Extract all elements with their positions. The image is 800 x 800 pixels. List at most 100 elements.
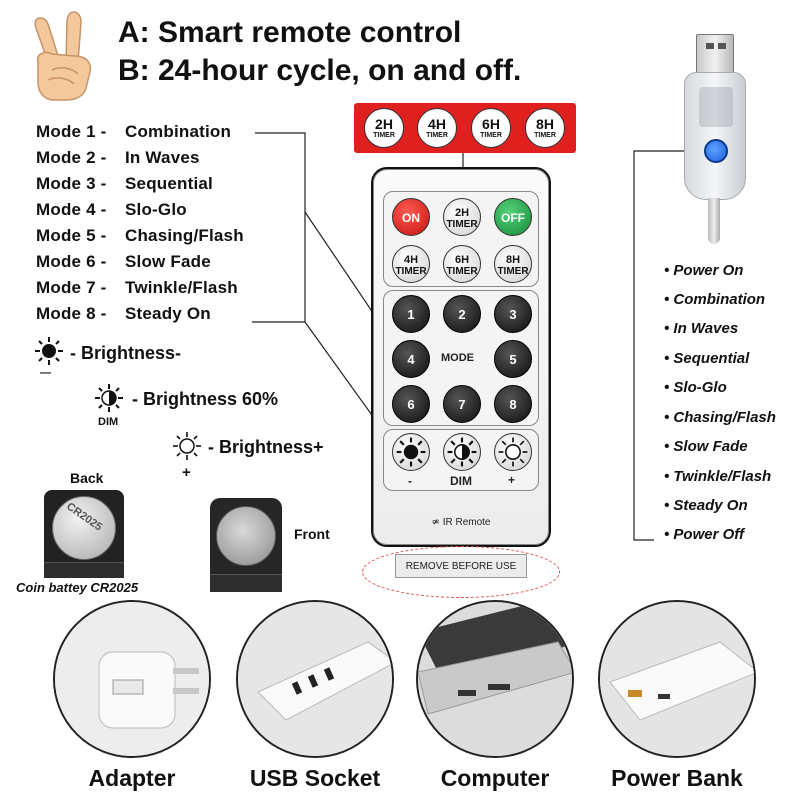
remote-plus-label: + <box>508 473 516 487</box>
ir-remote-text: IR Remote <box>442 517 491 528</box>
brightness-up-button[interactable] <box>494 433 532 471</box>
mode-name: Twinkle/Flash <box>125 278 238 297</box>
dim-button[interactable] <box>443 433 481 471</box>
coin-battery-front <box>216 506 276 566</box>
mode-list-item: Mode 4 - Slo-Glo <box>36 199 187 221</box>
usb-function-button[interactable] <box>704 139 728 163</box>
mode-5-button[interactable]: 5 <box>494 340 532 378</box>
battery-front-label: Front <box>294 526 330 542</box>
remote-minus-label: - <box>408 474 412 488</box>
usb-controller <box>684 72 746 200</box>
brightness-plus-sign: + <box>182 464 191 481</box>
usb-function-item: • Sequential <box>664 350 750 367</box>
mode-number: Mode 4 - <box>36 200 107 219</box>
usb-function-item: • Power On <box>664 262 744 279</box>
usb-function-item: • Slo-Glo <box>664 379 727 396</box>
sun-filled-icon <box>396 437 426 467</box>
mode-number: Mode 5 - <box>36 226 107 245</box>
mode-3-button[interactable]: 3 <box>494 295 532 333</box>
on-button[interactable]: ON <box>392 198 430 236</box>
sun-half-icon <box>447 437 477 467</box>
off-button[interactable]: OFF <box>494 198 532 236</box>
usb-function-item: • In Waves <box>664 320 739 337</box>
mode-list-item: Mode 2 - In Waves <box>36 147 200 169</box>
remote-dim-label: DIM <box>450 474 472 488</box>
mode-name: In Waves <box>125 148 200 167</box>
adapter-image <box>53 600 211 758</box>
coin-battery-caption: Coin battey CR2025 <box>16 580 139 595</box>
power-bank-image <box>598 600 756 758</box>
mode-number: Mode 8 - <box>36 304 107 323</box>
mode-list-item: Mode 6 - Slow Fade <box>36 251 211 273</box>
mode-8-button[interactable]: 8 <box>494 385 532 423</box>
mode-list-item: Mode 1 - Combination <box>36 121 231 143</box>
usb-function-item: • Twinkle/Flash <box>664 468 772 485</box>
sun-outline-icon <box>498 437 528 467</box>
ir-signal-icon: ≄ <box>431 517 440 528</box>
brightness-minus-label: - Brightness- <box>70 343 182 363</box>
mode-number: Mode 6 - <box>36 252 107 271</box>
remote-panel-modes: 1 2 3 4 MODE 5 6 7 8 <box>383 290 539 426</box>
mode-1-button[interactable]: 1 <box>392 295 430 333</box>
mode-4-button[interactable]: 4 <box>392 340 430 378</box>
usb-function-item: • Combination <box>664 291 766 308</box>
power-bank-label: Power Bank <box>611 765 743 791</box>
usb-function-item: • Slow Fade <box>664 438 748 455</box>
ir-remote-label: ≄ IR Remote <box>373 517 549 528</box>
coin-battery-back: CR2025 <box>52 496 116 560</box>
mode-list-item: Mode 8 - Steady On <box>36 303 211 325</box>
mode-name: Slo-Glo <box>125 200 187 219</box>
sun-half-icon <box>95 384 123 412</box>
usb-function-item: • Steady On <box>664 497 748 514</box>
mode-word: MODE <box>441 352 474 364</box>
mode-name: Combination <box>125 122 232 141</box>
remove-highlight-oval <box>362 546 560 598</box>
brightness-dim-label: - Brightness 60% <box>132 389 279 409</box>
mode-name: Sequential <box>125 174 213 193</box>
brightness-plus-label: - Brightness+ <box>208 437 324 457</box>
mode-number: Mode 1 - <box>36 122 107 141</box>
sun-filled-icon <box>35 337 63 365</box>
mode-number: Mode 2 - <box>36 148 107 167</box>
mode-7-button[interactable]: 7 <box>443 385 481 423</box>
mode-name: Chasing/Flash <box>125 226 244 245</box>
sun-outline-icon <box>173 432 201 460</box>
computer-label: Computer <box>440 765 550 791</box>
computer-image <box>416 600 574 758</box>
mode-list-item: Mode 7 - Twinkle/Flash <box>36 277 238 299</box>
mode-number: Mode 3 - <box>36 174 107 193</box>
remove-before-use-tab[interactable]: REMOVE BEFORE USE <box>395 554 527 578</box>
peace-hand-icon <box>34 11 92 101</box>
coin-engraving: CR2025 <box>64 500 104 534</box>
battery-holder-front <box>210 498 282 592</box>
usb-connector <box>696 34 734 74</box>
mode-name: Slow Fade <box>125 252 211 271</box>
usb-socket-image <box>236 600 394 758</box>
brightness-down-button[interactable] <box>392 433 430 471</box>
mode-list-item: Mode 3 - Sequential <box>36 173 213 195</box>
usb-function-item: • Chasing/Flash <box>664 409 776 426</box>
usb-cable <box>708 198 720 244</box>
headline-line-a: A: Smart remote control <box>118 16 462 49</box>
usb-function-item: • Power Off <box>664 526 744 543</box>
dim-text: DIM <box>98 416 119 428</box>
battery-holder-back: CR2025 <box>44 490 124 578</box>
mode-2-button[interactable]: 2 <box>443 295 481 333</box>
mode-number: Mode 7 - <box>36 278 107 297</box>
adapter-label: Adapter <box>88 765 176 791</box>
mode-list-item: Mode 5 - Chasing/Flash <box>36 225 244 247</box>
mode-name: Steady On <box>125 304 211 323</box>
mode-6-button[interactable]: 6 <box>392 385 430 423</box>
remote-panel-brightness: - DIM + <box>383 429 539 491</box>
